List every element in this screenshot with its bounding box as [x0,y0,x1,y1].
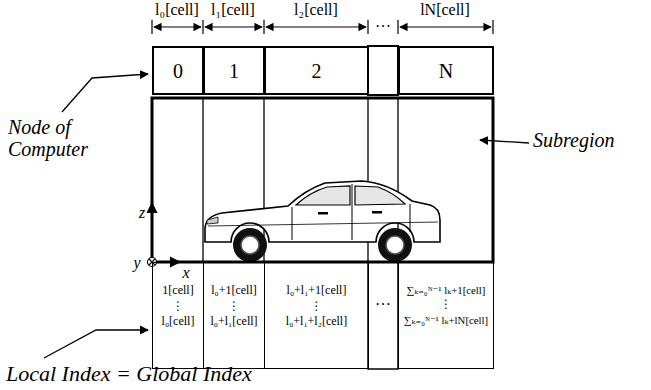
wheel-rim [386,236,404,254]
index-range-cell: 1[cell]⋮l₀[cell] [152,262,204,369]
ellipsis-mark: … [375,291,391,309]
index-range-cell: l₀+1[cell]⋮l₀+l₁[cell] [203,262,265,369]
wheel-rim [241,236,259,254]
divider-line [202,98,203,262]
ellipsis-cell [368,262,398,369]
dimension-tick [397,20,398,34]
z-axis-arrow [151,203,153,262]
axis-label: y [133,254,140,272]
ellipsis-mark: … [375,13,391,31]
dimension-arrow [205,26,262,27]
door-line [292,207,293,240]
index-range-cell: l₀+l₁+1[cell]⋮l₀+l₁+l₂[cell] [264,262,369,369]
door-handle [372,211,382,214]
dimension-tick [263,20,264,34]
callout-label: Local Index = Global Index [6,362,252,386]
dimension-ticks [152,20,493,34]
leader-line [480,140,529,143]
dimension-label: l₀[cell] [155,1,199,19]
car-wheel [378,228,412,262]
computer-node-box: 2 [264,46,369,95]
subregion-outline [152,98,493,262]
dimension-label: lN[cell] [420,1,470,19]
car-window [296,186,350,205]
dimension-arrow [154,26,201,27]
node-number: 2 [312,60,322,82]
index-range-text: 1[cell] [162,283,193,299]
dimension-tick [492,20,493,34]
computer-node-box: 1 [203,46,265,95]
index-range-text: ∑ₖ₌₀ᴺ⁻¹ lₖ+1[cell] [407,283,486,297]
node-number: N [439,60,453,82]
index-range-text: l₀+1[cell] [211,283,257,299]
computer-node-box: N [398,46,494,95]
index-range-text: ⋮ [228,299,240,315]
door-line [410,204,411,232]
dimension-tick [367,20,368,34]
callout-label: Node of Computer [8,116,108,160]
axis-label: x [182,264,189,282]
index-range-text: l₀+l₁[cell] [210,314,257,330]
dimension-label: l₂[cell] [294,1,338,19]
body-crease [208,222,438,226]
dimension-arrows [154,26,491,27]
index-range-cell: ∑ₖ₌₀ᴺ⁻¹ lₖ+1[cell]⋮∑ₖ₌₀ᴺ⁻¹ lₖ+lN[cell] [398,262,494,369]
index-range-text: ⋮ [311,299,323,315]
dimension-arrow [266,26,366,27]
door-line [352,184,353,240]
headlight [207,217,218,224]
index-range-text: ∑ₖ₌₀ᴺ⁻¹ lₖ+lN[cell] [404,313,488,327]
node-number: 0 [173,60,183,82]
dimension-tick [151,20,152,34]
dimension-arrow [400,26,491,27]
axis-label: z [139,204,145,222]
index-range-text: ⋮ [440,297,452,313]
leader-line [62,74,148,112]
dimension-label: l₁[cell] [211,1,255,19]
computer-node-box: 0 [152,46,204,95]
dimension-tick [202,20,203,34]
ellipsis-cell [368,46,398,95]
car-window [355,186,405,205]
index-range-text: l₀[cell] [162,314,195,330]
index-range-text: l₀+l₁+l₂[cell] [286,314,347,330]
index-range-text: l₀+l₁+1[cell] [287,283,347,299]
leader-line [44,330,148,358]
door-handle [318,212,328,215]
index-range-text: ⋮ [172,299,184,315]
node-number: 1 [229,60,239,82]
car-wheel [233,228,267,262]
car-illustration [205,181,440,262]
callout-label: Subregion [533,129,614,151]
